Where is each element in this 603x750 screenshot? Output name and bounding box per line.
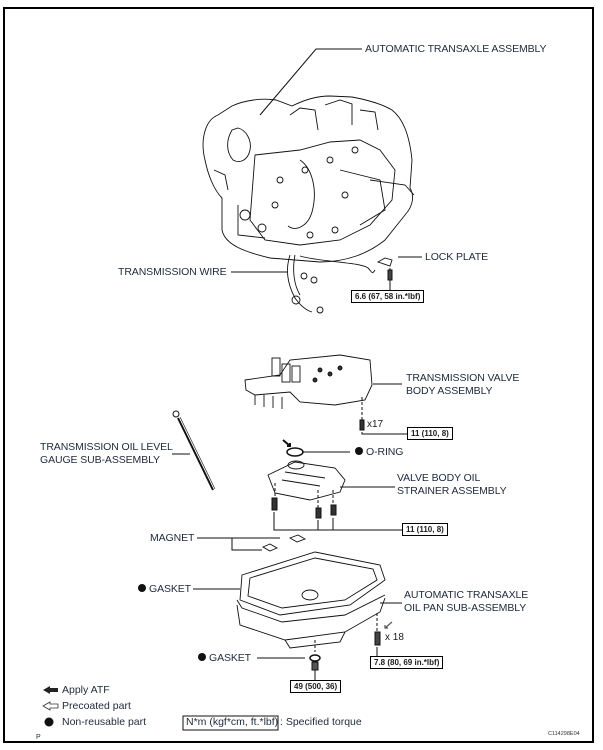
label-gasket-upper: GASKET — [138, 583, 191, 596]
torque-lock-plate-bolt: 6.6 (67, 58 in.*lbf) — [351, 290, 425, 303]
legend-torque-desc: : Specified torque — [280, 716, 362, 728]
non-reusable-icon — [138, 584, 146, 592]
legend-precoated: Precoated part — [62, 700, 131, 712]
oring-drawing — [286, 447, 304, 457]
label-oil-level-gauge: TRANSMISSION OIL LEVEL GAUGE SUB-ASSEMBL… — [40, 441, 173, 466]
oil-pan-drawing — [236, 589, 386, 649]
non-reusable-legend-icon — [44, 717, 54, 727]
label-automatic-transaxle-assembly: AUTOMATIC TRANSAXLE ASSEMBLY — [365, 43, 547, 55]
label-lock-plate: LOCK PLATE — [425, 251, 488, 263]
quantity-oil-pan-bolts: x 18 — [385, 632, 404, 643]
gasket-drawing — [239, 551, 386, 616]
transmission-wire-drawing — [287, 254, 393, 314]
label-o-ring: O-RING — [355, 446, 403, 459]
torque-valve-body-bolts: 11 (110, 8) — [407, 427, 453, 440]
strainer-drawing — [267, 460, 346, 501]
label-transmission-valve-body-assembly: TRANSMISSION VALVE BODY ASSEMBLY — [406, 372, 520, 397]
label-magnet: MAGNET — [150, 532, 195, 544]
label-transmission-wire: TRANSMISSION WIRE — [118, 266, 227, 278]
valve-body-drawing — [244, 354, 373, 409]
oil-level-gauge-drawing — [172, 410, 216, 491]
label-valve-body-oil-strainer: VALVE BODY OIL STRAINER ASSEMBLY — [397, 472, 507, 497]
page-marker: P — [36, 734, 41, 741]
non-reusable-icon — [198, 653, 206, 661]
torque-strainer-bolts: 11 (110, 8) — [402, 523, 448, 536]
torque-drain-plug: 49 (500, 36) — [290, 680, 342, 693]
label-oil-pan: AUTOMATIC TRANSAXLE OIL PAN SUB-ASSEMBLY — [404, 589, 529, 614]
leader-magnet — [197, 537, 262, 551]
quantity-valve-body-bolts: x17 — [367, 419, 384, 430]
label-gasket-lower: GASKET — [198, 652, 251, 665]
leader-transaxle — [259, 48, 362, 116]
diagram-frame — [3, 7, 594, 743]
torque-oil-pan-bolts: 7.8 (80, 69 in.*lbf) — [370, 656, 444, 669]
non-reusable-icon — [355, 447, 363, 455]
precoated-legend-icon — [42, 701, 59, 711]
legend-torque-unit: N*m (kgf*cm, ft.*lbf) — [186, 716, 279, 728]
illustration-code: C114298E04 — [548, 731, 580, 737]
apply-atf-legend-icon — [43, 686, 58, 694]
transaxle-drawing — [202, 95, 415, 263]
legend-non-reusable: Non-reusable part — [62, 716, 147, 728]
legend-apply-atf: Apply ATF — [62, 684, 110, 696]
